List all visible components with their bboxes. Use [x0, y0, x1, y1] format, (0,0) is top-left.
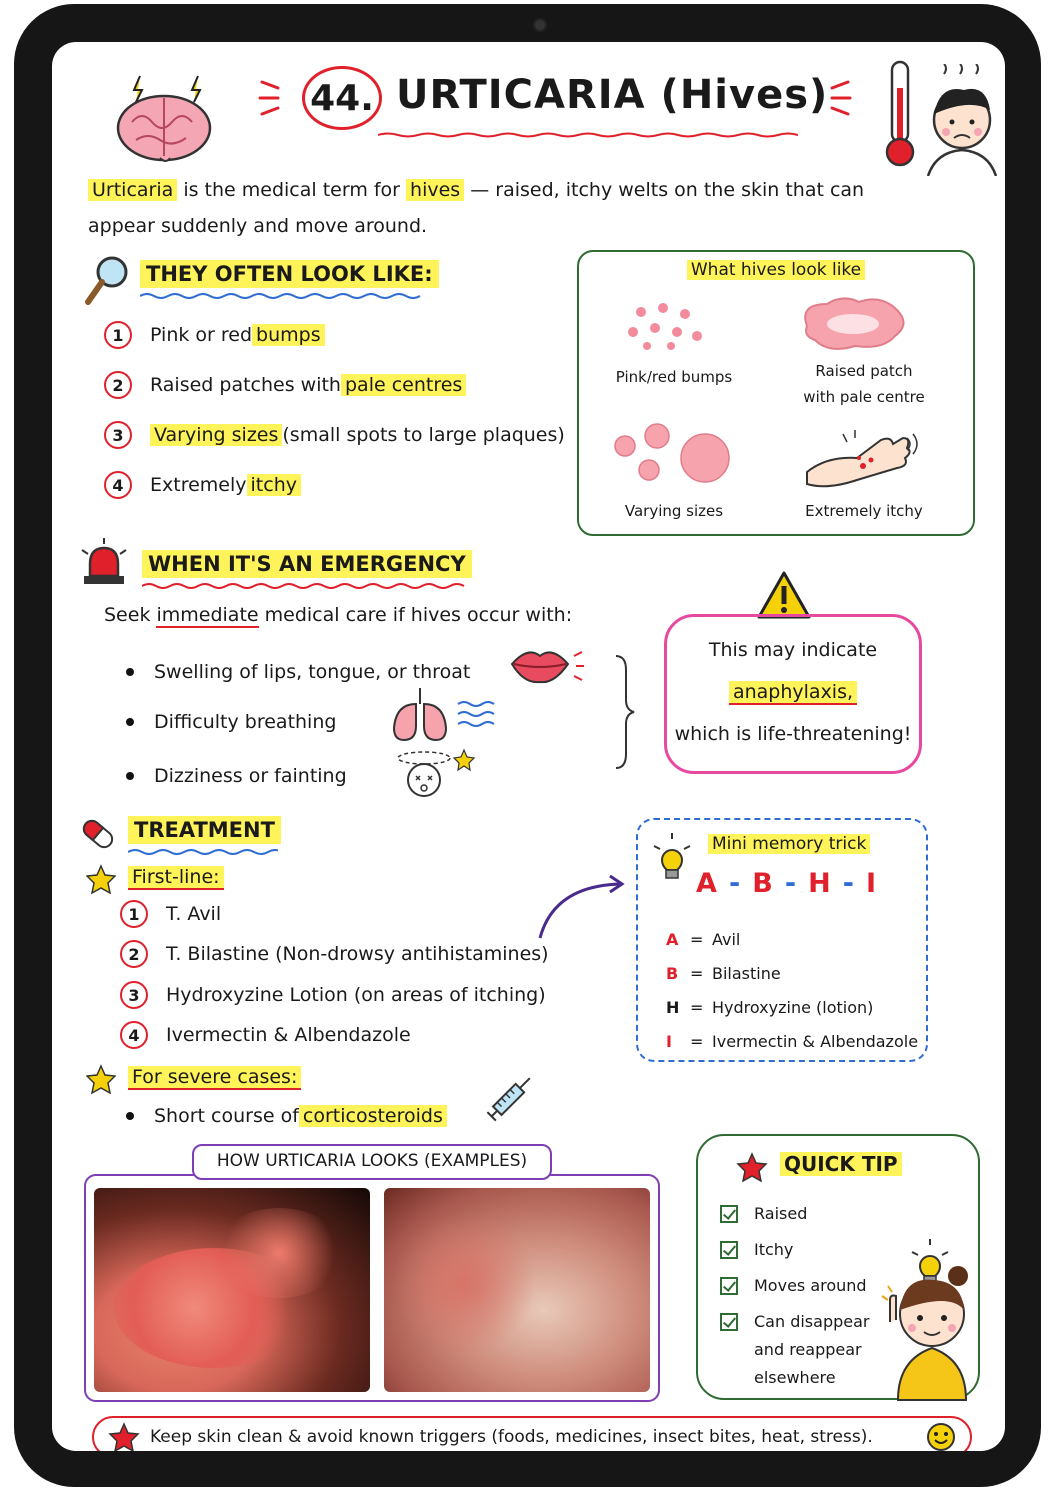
emergency-heading-underline	[142, 583, 465, 589]
intro-paragraph: Urticaria is the medical term for hives …	[88, 172, 908, 244]
brain-icon	[116, 75, 212, 162]
intro-text-2: — raised, itchy welts on the skin that c…	[88, 179, 865, 237]
checkbox-icon	[720, 1241, 738, 1259]
treatment-heading-underline	[128, 849, 278, 855]
severe-label: For severe cases:	[128, 1066, 302, 1090]
list-item: A=Avil	[666, 929, 741, 949]
girl-icon	[881, 1266, 968, 1401]
patch-illustration	[804, 297, 905, 350]
quick-tip-box: QUICK TIP Raised Itchy Moves around Can …	[696, 1134, 980, 1400]
page-title: 44. URTICARIA (Hives)	[258, 62, 852, 142]
caption-itchy: Extremely itchy	[805, 502, 923, 520]
footer-tip: Keep skin clean & avoid known triggers (…	[92, 1416, 972, 1451]
photo-skin-welts	[384, 1188, 650, 1392]
warning-line-3: which is life-threatening!	[674, 723, 912, 745]
thermometer-icon	[885, 60, 915, 167]
look-heading: THEY OFTEN LOOK LIKE:	[140, 260, 439, 288]
brace-icon	[615, 655, 635, 769]
intro-term: Urticaria	[88, 179, 178, 201]
lungs-icon	[392, 688, 495, 742]
emergency-list: Swelling of lips, tongue, or throat Diff…	[126, 648, 470, 804]
list-item: Difficulty breathing	[126, 696, 470, 748]
photo-arm-hives	[94, 1188, 370, 1392]
checkbox-icon	[720, 1205, 738, 1223]
title-number: 44.	[302, 66, 382, 130]
memory-acronym: A- B- H- I	[696, 868, 876, 899]
memory-trick-box: Mini memory trick A- B- H- I A=Avil B=Bi…	[636, 818, 928, 1062]
look-list: 1 Pink or red bumps 2 Raised patches wit…	[104, 310, 565, 510]
photo-examples-label: HOW URTICARIA LOOKS (EXAMPLES)	[192, 1144, 552, 1180]
star-icon	[108, 1422, 140, 1451]
star-icon	[86, 1064, 116, 1094]
title-text: URTICARIA (Hives)	[396, 72, 829, 118]
title-accent-right	[830, 80, 852, 116]
star-icon	[86, 864, 116, 894]
caption-sizes: Varying sizes	[624, 502, 724, 520]
memory-list: A=Avil B=Bilastine H=Hydroxyzine (lotion…	[666, 922, 918, 1058]
caption-bumps: Pink/red bumps	[615, 368, 733, 386]
title-accent-left	[258, 80, 280, 116]
first-line-label: First-line:	[128, 866, 224, 890]
warning-icon	[757, 571, 811, 619]
intro-hives: hives	[406, 179, 465, 201]
star-icon	[736, 1152, 768, 1182]
title-underline	[378, 132, 798, 138]
warning-line-1: This may indicate	[708, 639, 878, 661]
footer-text: Keep skin clean & avoid known triggers (…	[150, 1427, 873, 1447]
list-item: H=Hydroxyzine (lotion)	[666, 997, 874, 1017]
list-item: 3 Varying sizes (small spots to large pl…	[104, 410, 565, 460]
list-item: Itchy	[720, 1236, 880, 1264]
emergency-heading: WHEN IT'S AN EMERGENCY	[142, 550, 472, 578]
camera-dot	[533, 18, 547, 32]
sick-child-icon	[926, 64, 998, 176]
quick-tip-title: QUICK TIP	[780, 1152, 902, 1176]
list-item: Short course of corticosteroids	[126, 1100, 447, 1132]
dizzy-face-icon	[397, 748, 476, 797]
severe-list: Short course of corticosteroids	[126, 1100, 447, 1132]
bumps-illustration	[628, 303, 702, 350]
photo-examples-frame	[84, 1174, 660, 1402]
hives-appearance-box: What hives look like Pink/red bumps Rais…	[577, 250, 975, 536]
list-item: Raised	[720, 1200, 880, 1228]
lips-icon	[510, 651, 584, 684]
tablet-frame: 44. URTICARIA (Hives)	[14, 4, 1041, 1487]
arrow-icon	[538, 874, 625, 939]
hives-box-title: What hives look like	[579, 260, 973, 280]
list-item: Dizziness or fainting	[126, 748, 470, 804]
varying-sizes-illustration	[614, 423, 730, 483]
emergency-lead: Seek immediate medical care if hives occ…	[104, 604, 573, 628]
intro-text-1: is the medical term for	[177, 179, 407, 201]
list-item: Can disappear and reappear elsewhere	[720, 1308, 880, 1392]
magnifier-icon	[85, 256, 128, 305]
poster-page: 44. URTICARIA (Hives)	[52, 42, 1005, 1451]
checkbox-icon	[720, 1313, 738, 1331]
list-item: 4 Extremely itchy	[104, 460, 565, 510]
pill-icon	[82, 819, 114, 849]
look-heading-underline	[140, 293, 421, 299]
lightbulb-icon	[653, 833, 691, 879]
list-item: 2 Raised patches with pale centres	[104, 360, 565, 410]
list-item: 1 Pink or red bumps	[104, 310, 565, 360]
anaphylaxis-warning-box: This may indicate anaphylaxis, which is …	[664, 614, 922, 774]
warning-highlight: anaphylaxis,	[667, 671, 919, 713]
smiley-icon	[927, 1423, 955, 1451]
checkbox-icon	[720, 1277, 738, 1295]
memory-title: Mini memory trick	[708, 834, 871, 854]
list-item: Moves around	[720, 1272, 880, 1300]
list-item: Swelling of lips, tongue, or throat	[126, 648, 470, 696]
quick-tip-list: Raised Itchy Moves around Can disappear …	[720, 1200, 880, 1392]
syringe-icon	[486, 1077, 531, 1122]
siren-icon	[81, 538, 127, 584]
treatment-heading: TREATMENT	[128, 816, 281, 844]
list-item: B=Bilastine	[666, 963, 781, 983]
list-item: I=Ivermectin & Albendazole	[666, 1031, 919, 1051]
itchy-arm-illustration	[806, 430, 918, 488]
